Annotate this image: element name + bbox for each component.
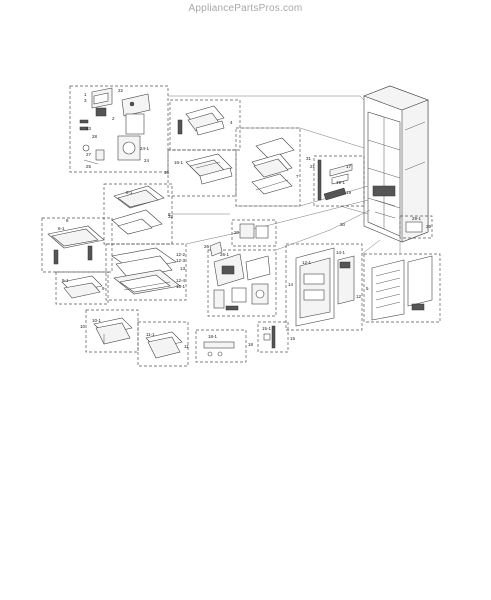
callout: 15 [290, 336, 296, 341]
callout: 7 [296, 174, 299, 179]
callout: 1 [84, 92, 87, 97]
callout: 18 [248, 342, 254, 347]
callout: 25 [86, 164, 92, 169]
box-assembly-20 [231, 219, 277, 247]
shelf-parts-upper [177, 105, 225, 136]
callout: 26-1 [220, 252, 230, 257]
parts-18 [203, 341, 235, 357]
callout: 6-1 [58, 226, 65, 231]
hinge-15 [263, 325, 276, 349]
callout: 12-3 [176, 258, 186, 263]
callout: 30 [340, 222, 346, 227]
callout: 12-4 [176, 278, 186, 283]
parts-20-26 [209, 223, 269, 257]
ice-maker-parts [79, 87, 151, 165]
box-ice-maker-assembly [69, 85, 169, 173]
callout: 4 [230, 120, 233, 125]
callout: 21 [310, 164, 316, 169]
part-29 [405, 221, 423, 233]
callout: 16-1 [174, 160, 184, 165]
callout: 2 [112, 116, 115, 121]
callout: 12-2 [176, 252, 186, 257]
drawer-10 [93, 317, 133, 345]
callout: 13-1 [176, 284, 186, 289]
box-tray-16 [167, 149, 237, 197]
callout: 24-1 [140, 146, 150, 151]
box-door-12 [285, 243, 363, 331]
callout: 27 [86, 152, 92, 157]
callout: 23 [86, 126, 92, 131]
box-drawer-10 [85, 309, 139, 353]
callout: 31 [306, 156, 312, 161]
callout: 12 [356, 294, 362, 299]
callout: 14-1 [336, 250, 346, 255]
callout: 19 [346, 190, 352, 195]
callout: 8 [168, 212, 171, 217]
callout: 9-1 [62, 278, 69, 283]
box-lighting-17 [313, 155, 365, 207]
callout: 29 [426, 224, 432, 229]
bin-9 [61, 275, 103, 299]
box-upper-shelf [169, 99, 241, 151]
callout: 6 [66, 218, 69, 223]
callout: 5 [366, 286, 369, 291]
callout: 10 [80, 324, 86, 329]
callout: 12-1 [302, 260, 312, 265]
box-crisper-12 [105, 243, 187, 301]
box-evaporator-5 [363, 253, 441, 323]
callout: 16 [164, 170, 170, 175]
control-assembly [213, 253, 271, 311]
callout: 20 [234, 230, 240, 235]
callout: 14 [288, 282, 294, 287]
refrigerator-cabinet [363, 85, 429, 243]
box-control-assembly [207, 249, 277, 317]
callout: 9 [102, 286, 105, 291]
callout: 10-1 [92, 318, 102, 323]
callout: 32 [168, 214, 174, 219]
box-part-29 [399, 215, 433, 239]
callout: 8-1 [126, 190, 133, 195]
callout: 29-1 [412, 216, 422, 221]
watermark: AppliancePartsPros.com [188, 3, 303, 14]
door-assembly [295, 247, 355, 327]
callout: 15-1 [262, 326, 272, 331]
callout-labels: 1 2 3 4 5 6 7 8 9 10 11 12 13 14 15 16 1… [58, 88, 432, 349]
shelf-8 [111, 185, 165, 235]
callout: 19-1 [336, 180, 346, 185]
callout: 28 [92, 134, 98, 139]
callout: 13 [180, 266, 186, 271]
lighting-parts [317, 159, 353, 201]
box-hinge-15 [257, 321, 289, 353]
box-bin-9 [55, 271, 109, 305]
evaporator-5 [371, 255, 433, 321]
box-shelf-6 [41, 217, 113, 273]
drawer-11 [145, 331, 183, 359]
callout: 17 [346, 164, 352, 169]
shelf-6 [47, 225, 105, 265]
callout: 11-1 [146, 332, 155, 337]
callout: 3 [84, 98, 87, 103]
callout: 11 [184, 344, 189, 349]
tray-16 [185, 153, 233, 185]
shelf-7 [251, 137, 295, 195]
callout: 24 [144, 158, 150, 163]
crisper-12 [111, 247, 181, 295]
box-parts-18 [195, 329, 247, 363]
callout: 18-1 [208, 334, 218, 339]
callout: 26 [204, 244, 210, 249]
callout: 22 [118, 88, 124, 93]
